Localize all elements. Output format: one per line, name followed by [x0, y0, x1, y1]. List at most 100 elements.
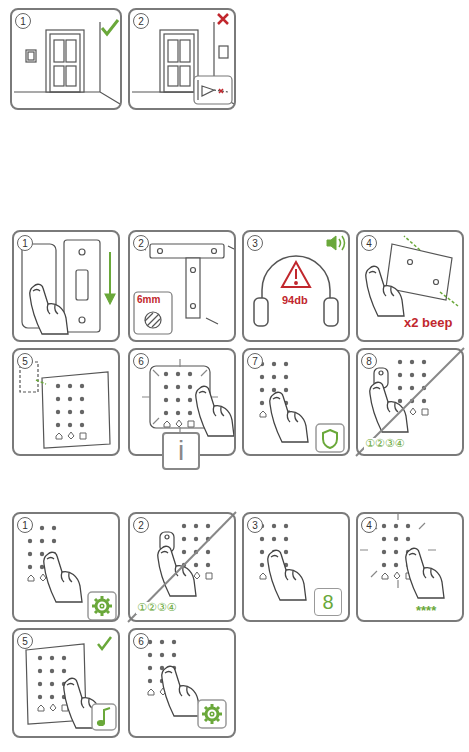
settings-exit: [148, 640, 226, 728]
step-number: 3: [247, 235, 263, 251]
confirmation: [92, 704, 116, 730]
door-scene-wrong: [214, 90, 228, 92]
door-scene-wrong: [202, 86, 214, 96]
door-scene-wrong: [168, 66, 178, 86]
bracket-mounting: [145, 312, 161, 328]
step-number: 2: [133, 235, 149, 251]
fob-not-used: [128, 512, 236, 622]
bracket-mounting: [134, 292, 172, 334]
back-plate-removal: [30, 284, 68, 334]
door-scene-wrong: [160, 30, 198, 92]
door-scene-correct: [28, 52, 34, 60]
step-panel: 1: [12, 230, 120, 342]
step-label: ①②③④: [136, 602, 177, 614]
step-label: 8: [314, 588, 342, 616]
step-panel: 38: [242, 512, 350, 622]
confirmation: [104, 708, 110, 722]
door-scene-correct: [54, 40, 64, 62]
confirmation: [98, 637, 111, 649]
hearing-protection: [282, 262, 310, 287]
fob-not-used: [356, 348, 464, 456]
back-plate-removal: [109, 252, 111, 300]
settings-press: [28, 526, 116, 620]
arm-press: [260, 362, 344, 452]
hearing-protection: [295, 269, 297, 279]
door-scene-wrong: [180, 40, 190, 62]
back-plate-removal: [76, 270, 88, 300]
door-scene-wrong: [168, 40, 178, 62]
door-scene-correct: [14, 20, 120, 104]
keypad-attach: [42, 372, 110, 448]
step-number: 6: [133, 353, 149, 369]
door-scene-wrong: [132, 14, 234, 104]
bracket-mounting: [191, 268, 196, 273]
door-scene-correct: [50, 34, 80, 92]
back-plate-removal: [79, 249, 85, 255]
code-entry: [406, 548, 444, 598]
step-panel: 7: [242, 348, 350, 456]
step-panel: 2 ①②③④: [128, 512, 236, 622]
door-scene-correct: [102, 20, 118, 34]
back-plate-removal: [22, 240, 115, 334]
door-scene-wrong: [219, 89, 223, 93]
step-label: ①②③④: [364, 438, 405, 450]
step-panel: 394db: [242, 230, 350, 342]
step-label: i: [162, 432, 200, 470]
code-entry: [360, 512, 444, 598]
settings-exit: [198, 700, 226, 728]
settings-exit: [162, 666, 200, 716]
hearing-protection: [295, 282, 297, 284]
step-number: 1: [17, 517, 33, 533]
arm-press: [323, 430, 337, 448]
door-scene-correct: [14, 22, 120, 104]
door-scene-correct: [26, 50, 36, 62]
back-plate-removal: [105, 294, 115, 304]
hearing-protection: [254, 236, 345, 326]
step-panel: 5: [12, 348, 120, 456]
hearing-protection: [262, 256, 330, 322]
hearing-protection: [327, 236, 336, 250]
tamper-plate: [366, 266, 404, 316]
step-number: 5: [17, 353, 33, 369]
step-panel: 6i: [128, 348, 236, 456]
settings-press: [88, 592, 116, 620]
step-panel: 2: [128, 8, 236, 110]
keypad-power-on: [196, 386, 234, 436]
tamper-plate: [434, 280, 439, 285]
step-number: 2: [133, 517, 149, 533]
keypad-attach: [36, 380, 46, 384]
digit-press: [260, 524, 306, 600]
keypad-attach: [56, 384, 86, 439]
settings-press: [92, 596, 112, 616]
confirmation: [98, 721, 105, 726]
confirmation: [26, 637, 116, 730]
step-number: 1: [15, 13, 31, 29]
digit-press: [268, 550, 306, 600]
door-scene-correct: [66, 40, 76, 62]
confirmation: [38, 656, 68, 711]
keypad-power-on: [164, 372, 194, 427]
bracket-mounting: [158, 249, 163, 254]
door-scene-wrong: [197, 80, 198, 100]
fob-not-used: [356, 348, 464, 456]
bracket-mounting: [136, 246, 234, 250]
step-number: 6: [133, 633, 149, 649]
step-number: 8: [361, 353, 377, 369]
door-scene-wrong: [164, 34, 194, 92]
step-panel: 1: [12, 512, 120, 622]
hearing-protection: [339, 236, 345, 250]
step-number: 1: [17, 235, 33, 251]
step-label: x2 beep: [404, 316, 452, 330]
keypad-power-on: [142, 359, 234, 436]
keypad-attach: [20, 362, 110, 448]
door-scene-wrong: [218, 14, 228, 24]
step-number: 4: [361, 517, 377, 533]
door-scene-wrong: [219, 46, 228, 58]
step-number: 5: [17, 633, 33, 649]
door-scene-wrong: [194, 76, 232, 104]
hearing-protection: [324, 298, 338, 326]
bracket-mounting: [150, 244, 224, 258]
door-scene-correct: [66, 66, 76, 86]
step-panel: 4x2 beep: [356, 230, 464, 342]
